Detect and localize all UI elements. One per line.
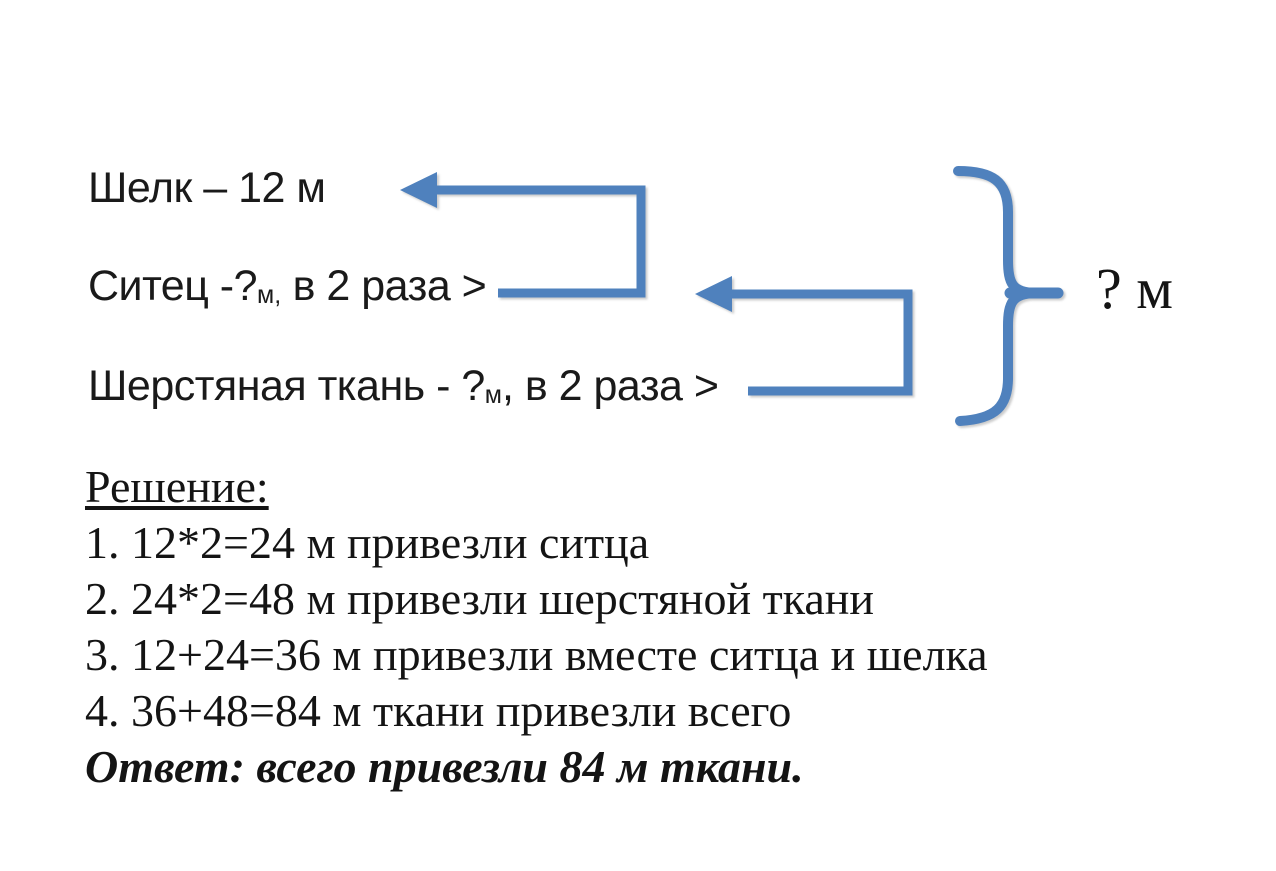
problem-line-calico: Ситец -?м, в 2 раза >	[88, 262, 487, 316]
solution-heading-text: Решение:	[85, 461, 269, 512]
total-question-label: ? м	[1096, 256, 1173, 321]
problem-line-silk: Шелк – 12 м	[88, 164, 326, 212]
curly-brace-icon	[953, 166, 1064, 426]
problem-line-calico-prefix: Ситец -?	[88, 262, 258, 310]
problem-line-calico-unit-sub: м,	[257, 281, 282, 309]
solution-heading: Решение:	[85, 459, 988, 515]
problem-line-wool-prefix: Шерстяная ткань - ?	[88, 362, 485, 410]
problem-line-wool-unit-sub: м	[484, 381, 502, 409]
solution-step-2: 2. 24*2=48 м привезли шерстяной ткани	[85, 573, 875, 624]
solution-step-1: 1. 12*2=24 м привезли ситца	[85, 517, 650, 568]
comparison-arrow-wool-to-calico-icon	[695, 276, 913, 396]
solution-block: Решение: 1. 12*2=24 м привезли ситца 2. …	[85, 459, 988, 795]
problem-line-wool-suffix: , в 2 раза >	[501, 362, 719, 410]
problem-line-wool: Шерстяная ткань - ?м, в 2 раза >	[88, 362, 719, 416]
problem-line-calico-suffix: в 2 раза >	[281, 262, 487, 310]
solution-answer: Ответ: всего привезли 84 м ткани.	[85, 741, 804, 792]
solution-step-3: 3. 12+24=36 м привезли вместе ситца и ше…	[85, 629, 988, 680]
problem-line-silk-text: Шелк – 12 м	[88, 164, 326, 212]
solution-step-4: 4. 36+48=84 м ткани привезли всего	[85, 685, 792, 736]
